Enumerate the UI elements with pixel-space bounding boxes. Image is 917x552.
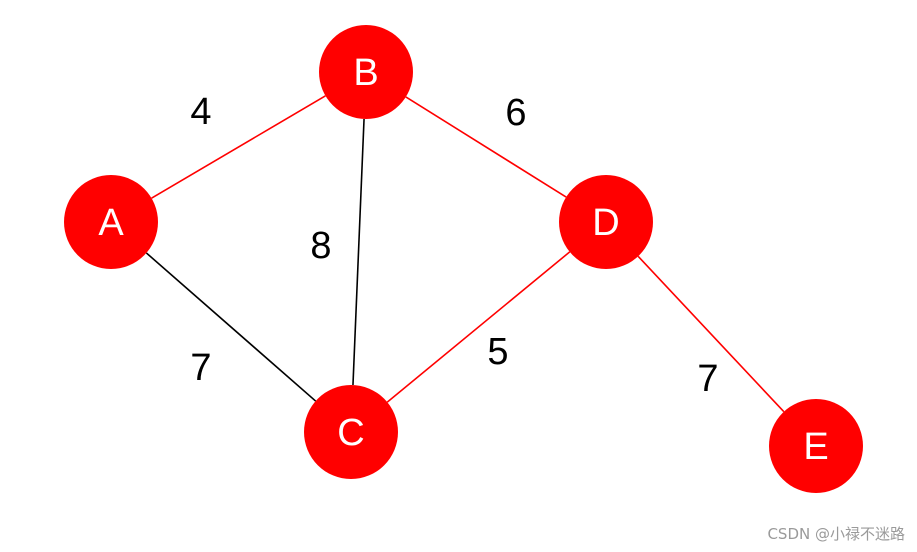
node-circle-A — [64, 175, 158, 269]
node-label-D: D — [592, 202, 619, 244]
edge-weight-B-D: 6 — [505, 92, 526, 134]
edge-weight-A-C: 7 — [190, 347, 211, 389]
edge-B-C — [352, 118, 365, 386]
nodes-layer: A B C D E — [64, 25, 863, 493]
edge-C-D — [386, 251, 571, 403]
edge-A-B — [151, 95, 326, 199]
watermark: CSDN @小禄不迷路 — [767, 525, 905, 543]
edge-A-C — [145, 252, 317, 402]
node-label-B: B — [353, 52, 378, 94]
node-B: B — [319, 25, 413, 119]
edge-D-E — [637, 255, 785, 413]
edge-B-D — [405, 96, 567, 198]
node-circle-D — [559, 175, 653, 269]
node-D: D — [559, 175, 653, 269]
node-label-E: E — [803, 426, 828, 468]
node-label-A: A — [98, 202, 124, 244]
edge-weight-A-B: 4 — [190, 91, 211, 133]
node-circle-B — [319, 25, 413, 119]
node-A: A — [64, 175, 158, 269]
node-E: E — [769, 399, 863, 493]
edges-layer — [145, 95, 785, 413]
edge-weight-C-D: 5 — [487, 331, 508, 373]
edge-weights-layer: 4 7 8 6 5 7 — [190, 91, 718, 400]
node-circle-E — [769, 399, 863, 493]
edge-weight-D-E: 7 — [697, 358, 718, 400]
edge-weight-B-C: 8 — [310, 225, 331, 267]
node-C: C — [304, 385, 398, 479]
node-circle-C — [304, 385, 398, 479]
node-label-C: C — [337, 412, 364, 454]
